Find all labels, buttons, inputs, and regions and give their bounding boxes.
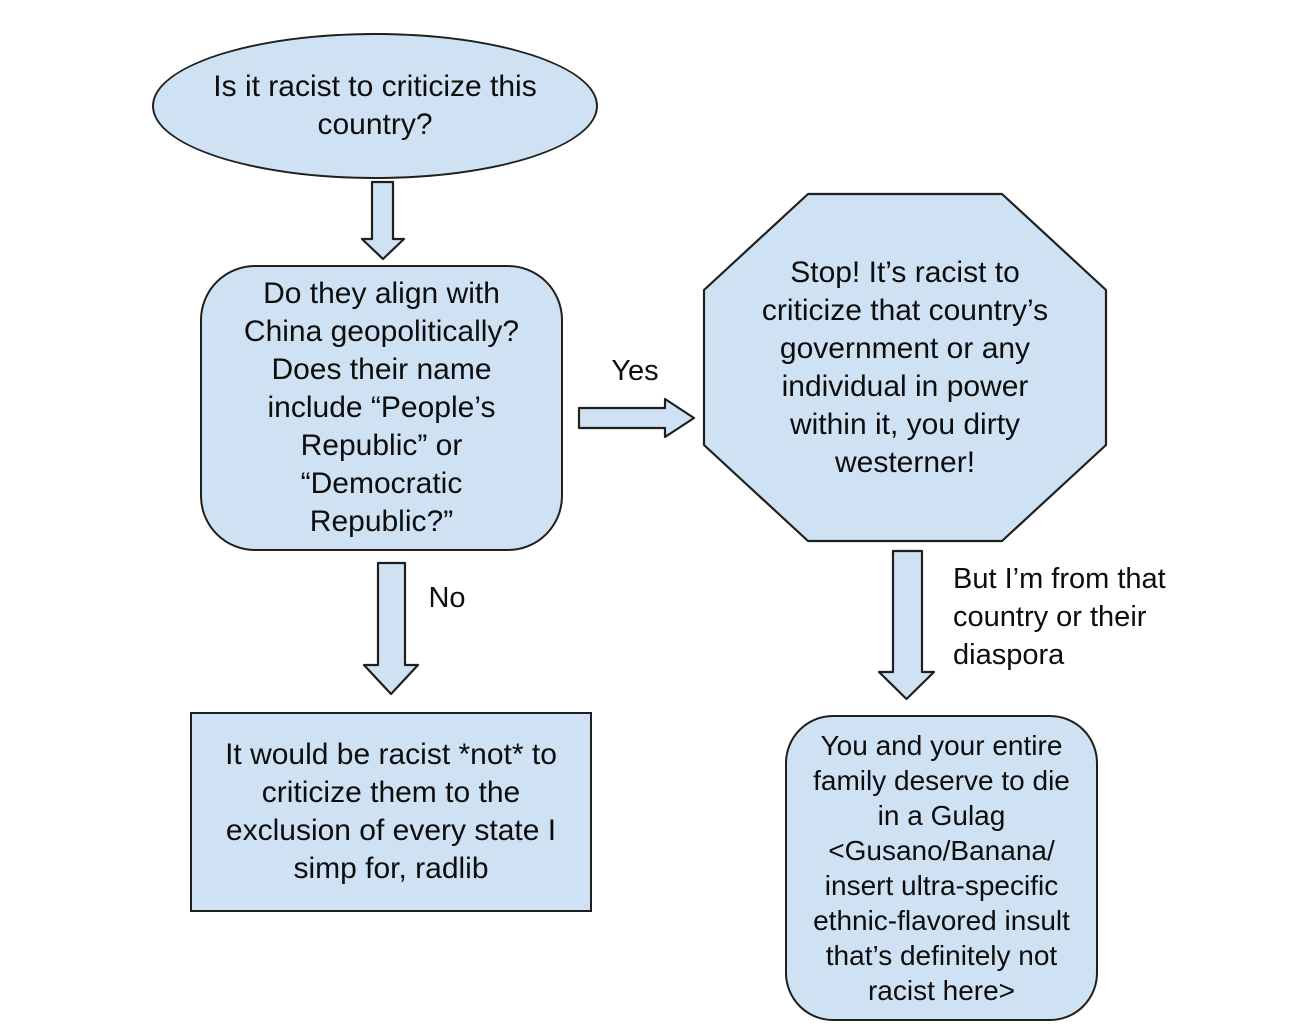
edge-label-diaspora: But I’m from that country or their diasp… bbox=[953, 563, 1166, 671]
arrow-question-to-radlib bbox=[362, 561, 420, 696]
block-arrow-down-icon bbox=[360, 180, 406, 261]
node-radlib-text: It would be racist *not* to criticize th… bbox=[225, 738, 557, 885]
block-arrow-down-icon bbox=[362, 561, 420, 696]
node-start-ellipse: Is it racist to criticize this country? bbox=[152, 33, 598, 179]
edge-label-yes: Yes bbox=[611, 355, 659, 387]
arrow-question-to-stop bbox=[577, 397, 696, 439]
node-stop-octagon bbox=[702, 192, 1108, 543]
node-radlib-box: It would be racist *not* to criticize th… bbox=[190, 712, 592, 912]
node-gulag-box: You and your entire family deserve to di… bbox=[785, 715, 1098, 1021]
block-arrow-right-icon bbox=[577, 397, 696, 439]
arrow-stop-to-gulag bbox=[877, 549, 936, 701]
block-arrow-down-icon bbox=[877, 549, 936, 701]
node-stop-text: Stop! It’s racist to criticize that coun… bbox=[761, 255, 1049, 479]
octagon-shape bbox=[702, 192, 1108, 543]
node-question-box: Do they align with China geopolitically?… bbox=[200, 265, 563, 551]
node-gulag-text: You and your entire family deserve to di… bbox=[813, 730, 1070, 1006]
node-stop-text-wrap: Stop! It’s racist to criticize that coun… bbox=[713, 203, 1097, 532]
arrow-start-to-question bbox=[360, 180, 406, 261]
edge-label-no: No bbox=[428, 582, 466, 614]
node-start-text: Is it racist to criticize this country? bbox=[213, 70, 537, 141]
node-question-text: Do they align with China geopolitically?… bbox=[243, 277, 520, 538]
